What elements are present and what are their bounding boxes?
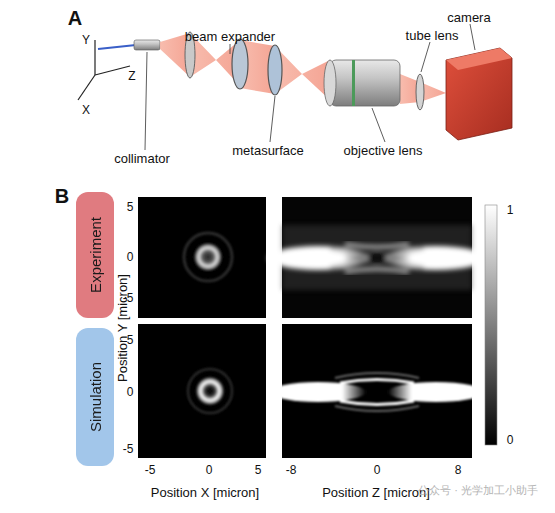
annotation: -5 <box>145 464 156 476</box>
dark-focus <box>367 253 387 263</box>
leader-line <box>372 108 385 142</box>
row-label: Experiment <box>87 217 104 293</box>
annotation: Y <box>82 34 90 46</box>
row-label-pill: Experiment <box>76 192 114 318</box>
dark-focus <box>368 387 386 397</box>
annotation: -8 <box>286 464 297 476</box>
lens <box>416 74 424 110</box>
annotation: Position Z [micron] <box>322 486 430 499</box>
simulation-xy-profile <box>188 369 232 413</box>
colorbar <box>485 205 497 445</box>
annotation: camera <box>447 11 490 24</box>
annotation: Position Y [micron] <box>116 274 129 382</box>
leader-line <box>421 42 430 72</box>
row-label-pill: Simulation <box>76 328 114 466</box>
simulation-zy-profile <box>270 373 484 411</box>
objective-body <box>330 60 400 106</box>
camera-top <box>446 48 512 70</box>
annotation: 1 <box>507 204 514 216</box>
annotation: objective lens <box>344 144 423 157</box>
beam-arm <box>330 248 424 268</box>
panel-letter: A <box>68 8 82 28</box>
annotation: 5 <box>127 334 134 346</box>
camera-body <box>446 48 512 140</box>
leader-lines <box>145 24 475 150</box>
objective-face <box>324 60 336 106</box>
beam-lobe <box>388 382 484 402</box>
leader-line <box>145 52 147 150</box>
beam-arm <box>340 380 414 405</box>
metasurface-plate <box>268 45 282 95</box>
image-frame <box>138 324 266 458</box>
beam-lobe <box>270 382 366 402</box>
annotation: 5 <box>255 464 262 476</box>
annotation: X <box>82 104 90 116</box>
annotation: 0 <box>127 251 134 263</box>
axis-line <box>94 40 95 75</box>
objective-ring <box>352 60 355 106</box>
annotation: 0 <box>374 464 381 476</box>
donut-ring <box>195 376 225 406</box>
beam-lobe <box>268 246 368 270</box>
leader-line <box>230 44 231 54</box>
axis-line <box>78 75 95 100</box>
annotation: Z <box>128 70 135 82</box>
lens <box>232 39 248 89</box>
annotation: collimator <box>114 152 170 165</box>
beam-arm <box>345 244 409 272</box>
image-frame <box>138 197 266 318</box>
annotation: 0 <box>507 434 514 446</box>
axis-line <box>95 66 130 75</box>
beam-arm <box>335 373 419 411</box>
optical-fiber <box>98 45 136 49</box>
side-ring <box>188 369 232 413</box>
annotation: -5 <box>123 443 134 455</box>
annotation: Position X [micron] <box>151 486 259 499</box>
beam-lobe <box>386 246 486 270</box>
leader-line <box>470 24 475 50</box>
annotation: metasurface <box>232 144 304 157</box>
collimator-body <box>134 40 160 50</box>
side-ring <box>184 233 232 281</box>
panel-letter: B <box>55 186 69 206</box>
leader-line <box>270 96 275 142</box>
experiment-xy-profile <box>184 233 232 281</box>
donut-ring <box>193 242 223 272</box>
laser-beam <box>275 46 330 100</box>
annotation: 0 <box>206 464 213 476</box>
annotation: 0 <box>127 386 134 398</box>
experiment-zy-profile <box>268 225 486 290</box>
annotation: tube lens <box>406 29 459 42</box>
annotation: beam expander <box>185 30 275 43</box>
row-label: Simulation <box>87 362 104 432</box>
annotation: 公众号 · 光学加工小助手 <box>418 485 538 496</box>
annotation: 8 <box>455 464 462 476</box>
annotation: 5 <box>127 201 134 213</box>
